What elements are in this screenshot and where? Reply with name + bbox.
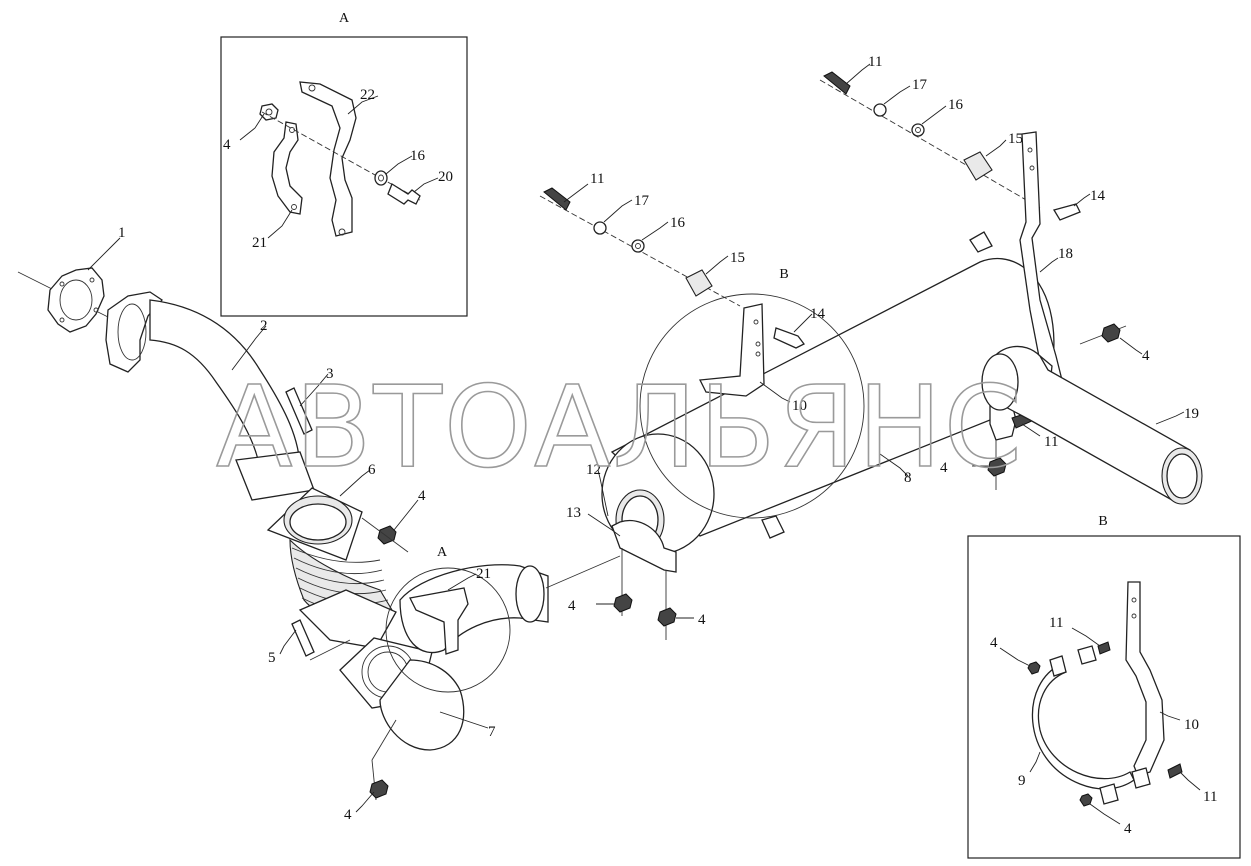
bolt-11-mid <box>543 187 571 211</box>
bolt-14-right <box>1053 203 1081 221</box>
callout-17-right: 17 <box>912 77 928 93</box>
callout-15-right: 15 <box>1008 131 1023 147</box>
detail-b-header: B <box>1098 514 1107 529</box>
fastener-stack-mid: 11 17 16 15 14 <box>539 171 826 349</box>
flexible-bellows-6: 6 <box>266 462 397 649</box>
callout-1: 1 <box>118 225 126 241</box>
callout-4-clamp-right: 4 <box>698 612 706 628</box>
callout-2: 2 <box>260 318 268 334</box>
callout-13: 13 <box>566 505 581 521</box>
spacer-15-mid <box>685 269 713 297</box>
callout-11-mid: 11 <box>590 171 604 187</box>
inlet-clamp-13: 12 13 4 4 <box>566 462 706 640</box>
bolt-5: 5 <box>268 619 351 666</box>
bolt-3: 3 <box>285 366 334 435</box>
callout-14-mid: 14 <box>810 306 826 322</box>
nut-4-detail-a <box>259 103 279 121</box>
callout-16-detail-a: 16 <box>410 148 426 164</box>
callout-4-bottom: 4 <box>344 807 352 823</box>
callout-11-outlet: 11 <box>1044 434 1058 450</box>
watermark-text: АВТОАЛЬЯНС <box>216 363 1024 493</box>
hanger-bracket-10-mid: 10 B <box>698 267 807 414</box>
nut-4-detail-b-top <box>1027 661 1041 675</box>
washer-16-right <box>911 123 925 137</box>
bolt-11-detail-b-bottom <box>1167 763 1183 779</box>
marker-a: A <box>437 545 448 560</box>
callout-17-mid: 17 <box>634 193 650 209</box>
callout-7: 7 <box>488 724 496 740</box>
bolt-20 <box>387 183 421 205</box>
flange-gasket-1: 1 <box>47 225 126 333</box>
callout-10-mid: 10 <box>792 398 807 414</box>
bolt-11-right <box>823 71 851 95</box>
callout-4-detail-b-bottom: 4 <box>1124 821 1132 837</box>
tailpipe-19: 19 <box>981 345 1203 505</box>
detail-view-b: B 4 11 10 9 11 4 <box>967 514 1241 859</box>
washer-16-detail-a <box>374 170 388 186</box>
callout-4-detail-a: 4 <box>223 137 231 153</box>
nut-4-clamp-right <box>657 607 677 627</box>
callout-22: 22 <box>360 87 375 103</box>
spacer-15-right <box>963 151 993 181</box>
washer-16-mid <box>631 239 645 253</box>
callout-21-detail-a: 21 <box>252 235 267 251</box>
callout-19: 19 <box>1184 406 1199 422</box>
callout-4-bellows: 4 <box>418 488 426 504</box>
callout-16-right: 16 <box>948 97 964 113</box>
nut-4-outlet-bottom <box>987 457 1007 477</box>
bracket-22 <box>299 81 357 237</box>
washer-17-mid <box>593 221 607 235</box>
callout-4-outlet-top: 4 <box>1142 348 1150 364</box>
callout-4-clamp-left: 4 <box>568 598 576 614</box>
callout-8: 8 <box>904 470 912 486</box>
callout-3: 3 <box>326 366 334 382</box>
callout-16-mid: 16 <box>670 215 686 231</box>
nut-4-outlet-top <box>1101 323 1121 343</box>
front-pipe-2: 2 <box>105 291 315 501</box>
callout-18: 18 <box>1058 246 1073 262</box>
detail-a-header: A <box>339 11 350 26</box>
detail-a-frame <box>220 36 468 317</box>
callout-4-detail-b-top: 4 <box>990 635 998 651</box>
callout-11-detail-b-top: 11 <box>1049 615 1063 631</box>
washer-17-right <box>873 103 887 117</box>
strap-10-detail-b <box>1125 581 1165 777</box>
detail-view-a: A 4 22 16 20 21 <box>220 11 468 317</box>
callout-12: 12 <box>586 462 601 478</box>
fastener-stack-right: 11 17 16 15 14 <box>819 54 1106 221</box>
callout-9: 9 <box>1018 773 1026 789</box>
callout-21-main: 21 <box>476 566 491 582</box>
bolt-11-detail-b-top <box>1097 641 1111 655</box>
detail-b-frame <box>967 535 1241 859</box>
nut-4-clamp-left <box>613 593 633 613</box>
callout-20: 20 <box>438 169 453 185</box>
callout-15-mid: 15 <box>730 250 745 266</box>
nut-4-bottom: 4 <box>344 719 397 823</box>
clamp-21-main: 21 A <box>409 545 491 655</box>
callout-11-detail-b-bottom: 11 <box>1203 789 1217 805</box>
band-9 <box>1031 663 1135 790</box>
marker-b: B <box>779 267 788 282</box>
callout-10-detail-b: 10 <box>1184 717 1199 733</box>
elbow-pipe-7: 7 <box>339 564 549 751</box>
bolt-14-mid <box>773 327 805 349</box>
callout-11-right: 11 <box>868 54 882 70</box>
callout-4-outlet-bottom: 4 <box>940 460 948 476</box>
axis-line-mid <box>545 555 621 589</box>
clamp-21 <box>271 121 303 215</box>
callout-6: 6 <box>368 462 376 478</box>
nut-4-bellows: 4 <box>361 488 426 553</box>
callout-14-right: 14 <box>1090 188 1106 204</box>
callout-5: 5 <box>268 650 276 666</box>
detail-b-circle <box>639 293 865 519</box>
